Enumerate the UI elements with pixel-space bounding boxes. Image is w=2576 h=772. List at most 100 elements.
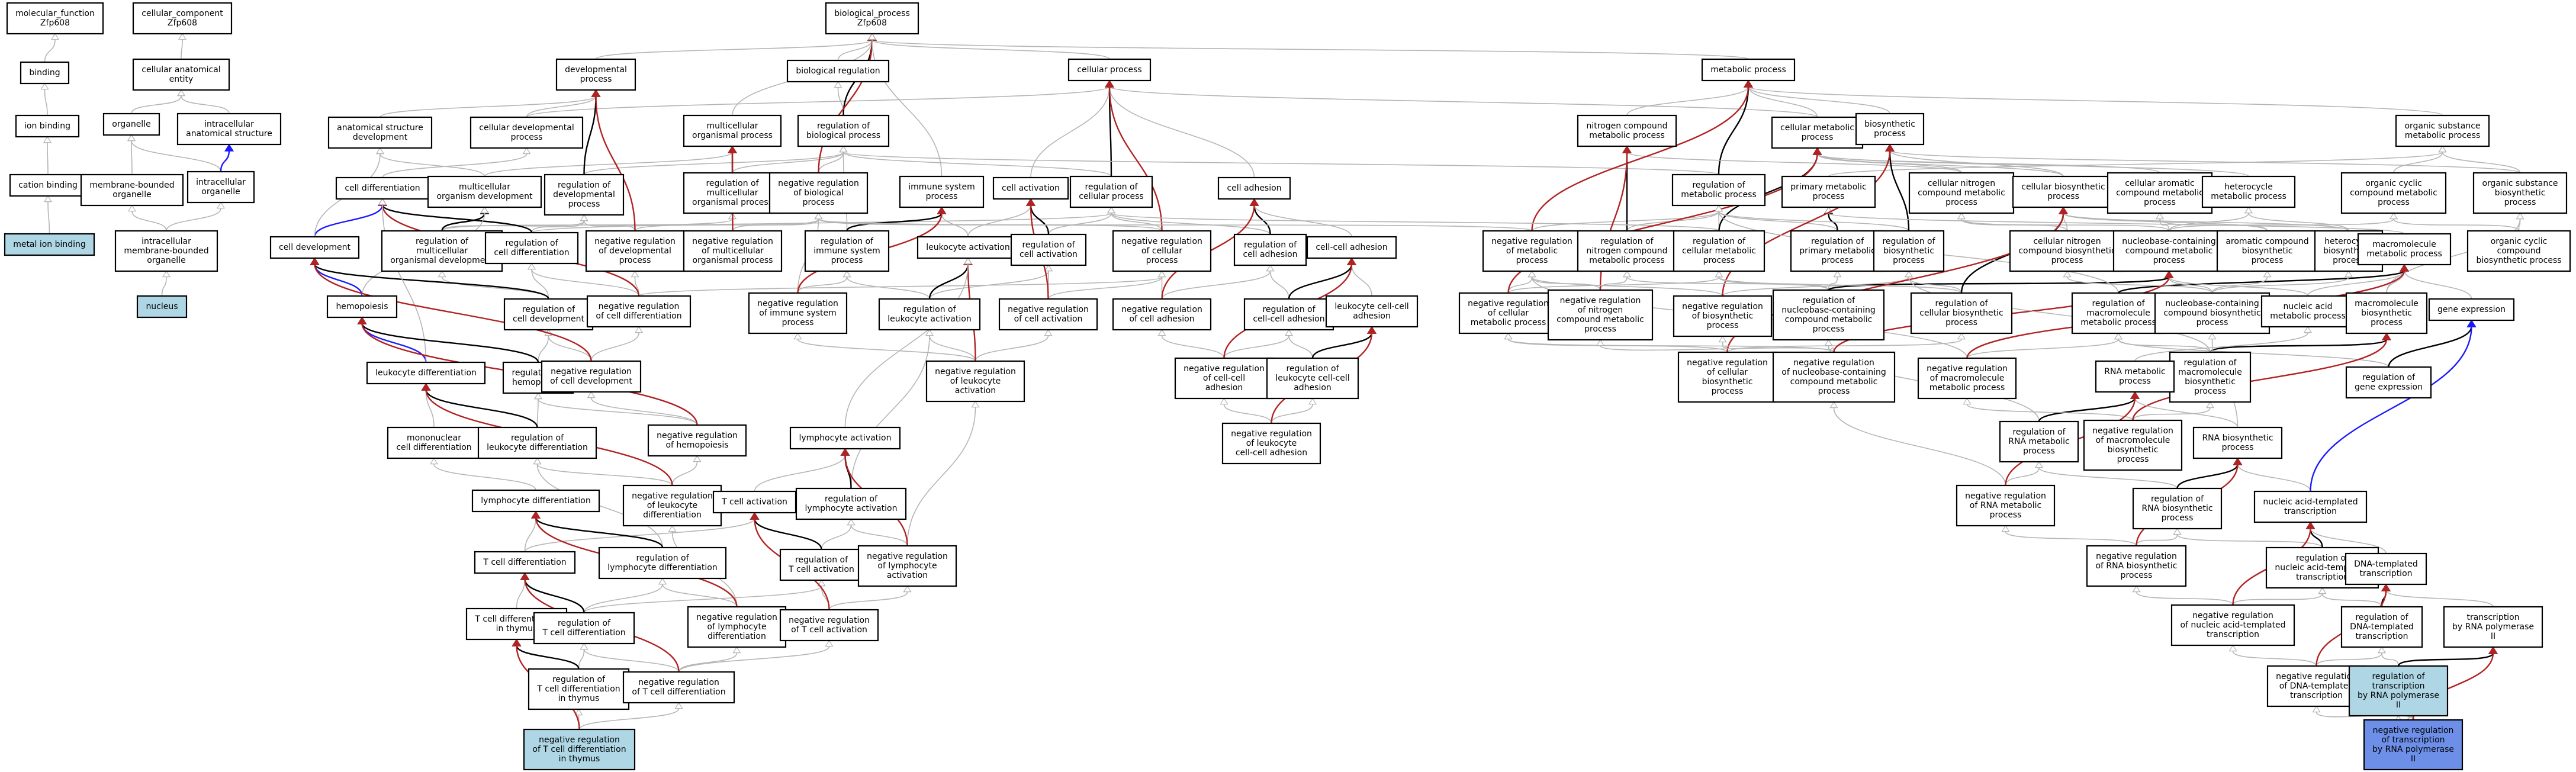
edge-regulates: [846, 213, 943, 231]
term-label-line: process: [1945, 318, 1977, 327]
edge-arrowhead: [1963, 397, 1972, 405]
term-label-line: organismal process: [692, 131, 773, 140]
edge-arrowhead: [580, 642, 588, 650]
edge-arrowhead: [580, 214, 588, 221]
term-label-line: of cellular: [1707, 368, 1748, 377]
term-label-line: process: [2162, 513, 2194, 523]
edge-is-a: [818, 218, 1533, 231]
term-label-line: cellular metabolic: [1780, 123, 1854, 133]
edge-is-a: [1271, 404, 1313, 424]
edge-arrowhead: [2130, 391, 2140, 399]
term-label-line: regulation of: [817, 121, 870, 131]
term-label-line: process: [2051, 256, 2083, 265]
edge-arrowhead: [925, 329, 934, 336]
term-label-line: regulation of: [505, 239, 558, 248]
edge-arrowhead: [43, 195, 53, 202]
term-label-line: regulation of: [1811, 237, 1864, 246]
term-label-line: lymphocyte differentiation: [607, 563, 717, 572]
edge-is-a: [1718, 276, 1962, 294]
term-box: [9, 173, 87, 197]
term-box: [2170, 604, 2295, 646]
term-label-line: lymphocyte differentiation: [481, 496, 590, 506]
edge-arrowhead: [2381, 332, 2392, 340]
term-label-line: metabolic process: [1589, 131, 1665, 140]
edge-is-a: [906, 407, 976, 546]
term-box: [2348, 665, 2449, 717]
term-box: [2340, 606, 2423, 648]
term-label-line: cell-cell adhesion: [1316, 243, 1387, 252]
edge-regulates: [524, 578, 585, 613]
term-box: [528, 668, 630, 710]
edge-is-a: [1889, 150, 2521, 173]
edge-is-a: [2168, 218, 2394, 231]
term-box: [622, 484, 722, 527]
term-label-line: intracellular: [141, 237, 191, 246]
term-box: [2112, 230, 2226, 272]
term-label-line: primary metabolic: [1790, 182, 1867, 192]
term-label-line: cellular process: [1079, 192, 1143, 201]
term-box: [1010, 233, 1087, 266]
term-box: [683, 114, 782, 147]
term-label-line: of T cell differentiation: [632, 687, 725, 697]
term-label-line: process: [782, 318, 814, 327]
edge-is-a: [524, 518, 755, 552]
term-box: [474, 551, 576, 574]
term-label-line: nucleus: [146, 302, 178, 311]
edge-is-a: [2321, 593, 2382, 607]
term-box: [114, 230, 218, 272]
term-box: [916, 236, 1020, 259]
edge-arrowhead: [1622, 270, 1632, 278]
term-box: [1908, 172, 2015, 214]
edge-is-a: [47, 142, 49, 175]
edge-arrowhead: [527, 262, 536, 270]
term-box: [132, 58, 230, 91]
term-label-line: compound biosynthetic: [2163, 308, 2260, 318]
term-label-line: of nitrogen: [1578, 305, 1623, 315]
term-box: [366, 361, 486, 385]
edge-is-a: [2393, 152, 2443, 173]
term-label-line: negative regulation: [2373, 726, 2454, 735]
term-label-line: cell activation: [1020, 250, 1078, 259]
edge-part-of: [220, 150, 230, 172]
term-label-line: adhesion: [1205, 383, 1243, 393]
edge-is-a: [797, 276, 848, 294]
term-box: [2357, 233, 2452, 266]
term-box: [102, 112, 160, 136]
term-label-line: gene expression: [2437, 305, 2506, 314]
term-label-line: process: [831, 256, 863, 265]
term-node-gene-expression: gene expression: [2428, 298, 2515, 321]
term-label-line: biological regulation: [796, 66, 880, 76]
term-label-line: of leukocyte: [950, 377, 1001, 386]
edge-is-a: [161, 276, 167, 297]
term-box: [786, 59, 890, 83]
edge-is-a: [678, 646, 830, 673]
term-label-line: organic substance: [2404, 121, 2480, 131]
edge-is-a: [181, 39, 183, 60]
edge-arrowhead: [421, 382, 431, 391]
term-label-line: developmental: [565, 65, 627, 75]
term-node-ion-binding: ion binding: [15, 114, 80, 138]
edge-is-a: [850, 335, 930, 489]
term-label-line: of cell differentiation: [596, 311, 681, 321]
term-label-line: by RNA polymerase: [2372, 745, 2454, 754]
edge-regulates: [535, 517, 664, 548]
term-label-line: macromolecule: [2086, 308, 2150, 318]
edge-arrowhead: [2399, 263, 2410, 272]
term-label-line: process: [568, 200, 600, 209]
edge-part-of: [314, 204, 384, 237]
term-label-line: regulation of: [2362, 373, 2416, 382]
edge-is-a: [1908, 276, 2211, 353]
edge-regulates: [516, 645, 580, 670]
term-box: [1772, 289, 1885, 341]
term-label-line: organism development: [436, 192, 533, 201]
